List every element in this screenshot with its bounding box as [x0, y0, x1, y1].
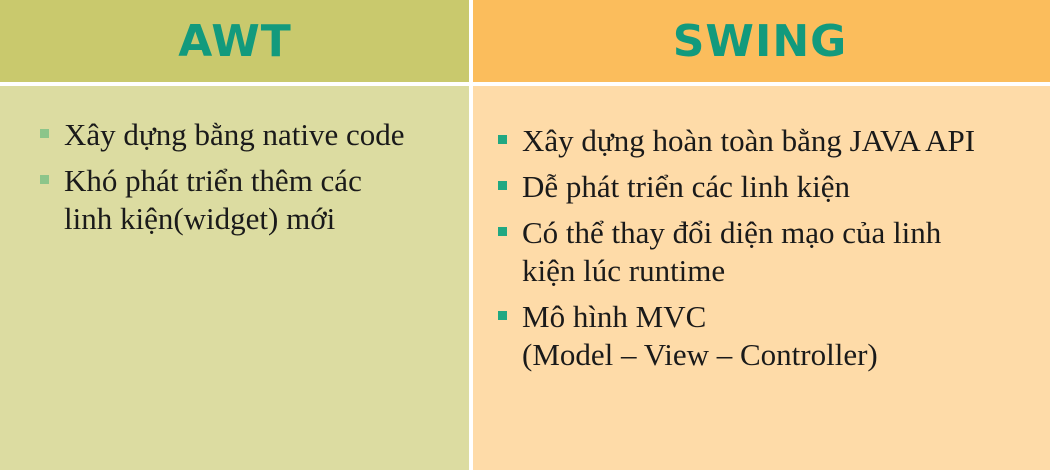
list-item: Mô hình MVC (Model – View – Controller) [498, 298, 1050, 374]
awt-header-title: AWT [178, 15, 292, 67]
swing-body: Xây dựng hoàn toàn bằng JAVA API Dễ phát… [470, 86, 1050, 470]
awt-list: Xây dựng bằng native code Khó phát triển… [40, 116, 470, 238]
swing-header-title: SWING [672, 15, 848, 67]
awt-column: AWT Xây dựng bằng native code Khó phát t… [0, 0, 470, 470]
list-item-line: (Model – View – Controller) [522, 337, 878, 372]
square-bullet-icon [498, 311, 507, 320]
list-item: Khó phát triển thêm các linh kiện(widget… [40, 162, 470, 238]
list-item-line: Có thể thay đổi diện mạo của linh [522, 215, 942, 250]
swing-column: SWING Xây dựng hoàn toàn bằng JAVA API D… [470, 0, 1050, 470]
list-item-line: Khó phát triển thêm các [64, 163, 362, 198]
list-item-line: Dễ phát triển các linh kiện [522, 169, 850, 204]
list-item: Dễ phát triển các linh kiện [498, 168, 1050, 206]
square-bullet-icon [40, 175, 49, 184]
list-item: Xây dựng bằng native code [40, 116, 470, 154]
column-divider [469, 0, 473, 470]
list-item-line: linh kiện(widget) mới [64, 201, 336, 236]
awt-body: Xây dựng bằng native code Khó phát triển… [0, 86, 470, 470]
square-bullet-icon [498, 227, 507, 236]
list-item: Xây dựng hoàn toàn bằng JAVA API [498, 122, 1050, 160]
swing-header: SWING [470, 0, 1050, 86]
square-bullet-icon [498, 135, 507, 144]
list-item-line: Mô hình MVC [522, 299, 707, 334]
list-item-line: Xây dựng hoàn toàn bằng JAVA API [522, 123, 976, 158]
list-item: Có thể thay đổi diện mạo của linh kiện l… [498, 214, 1050, 290]
list-item-line: kiện lúc runtime [522, 253, 726, 288]
square-bullet-icon [498, 181, 507, 190]
square-bullet-icon [40, 129, 49, 138]
awt-header: AWT [0, 0, 470, 86]
list-item-line: Xây dựng bằng native code [64, 117, 405, 152]
swing-list: Xây dựng hoàn toàn bằng JAVA API Dễ phát… [498, 122, 1050, 374]
